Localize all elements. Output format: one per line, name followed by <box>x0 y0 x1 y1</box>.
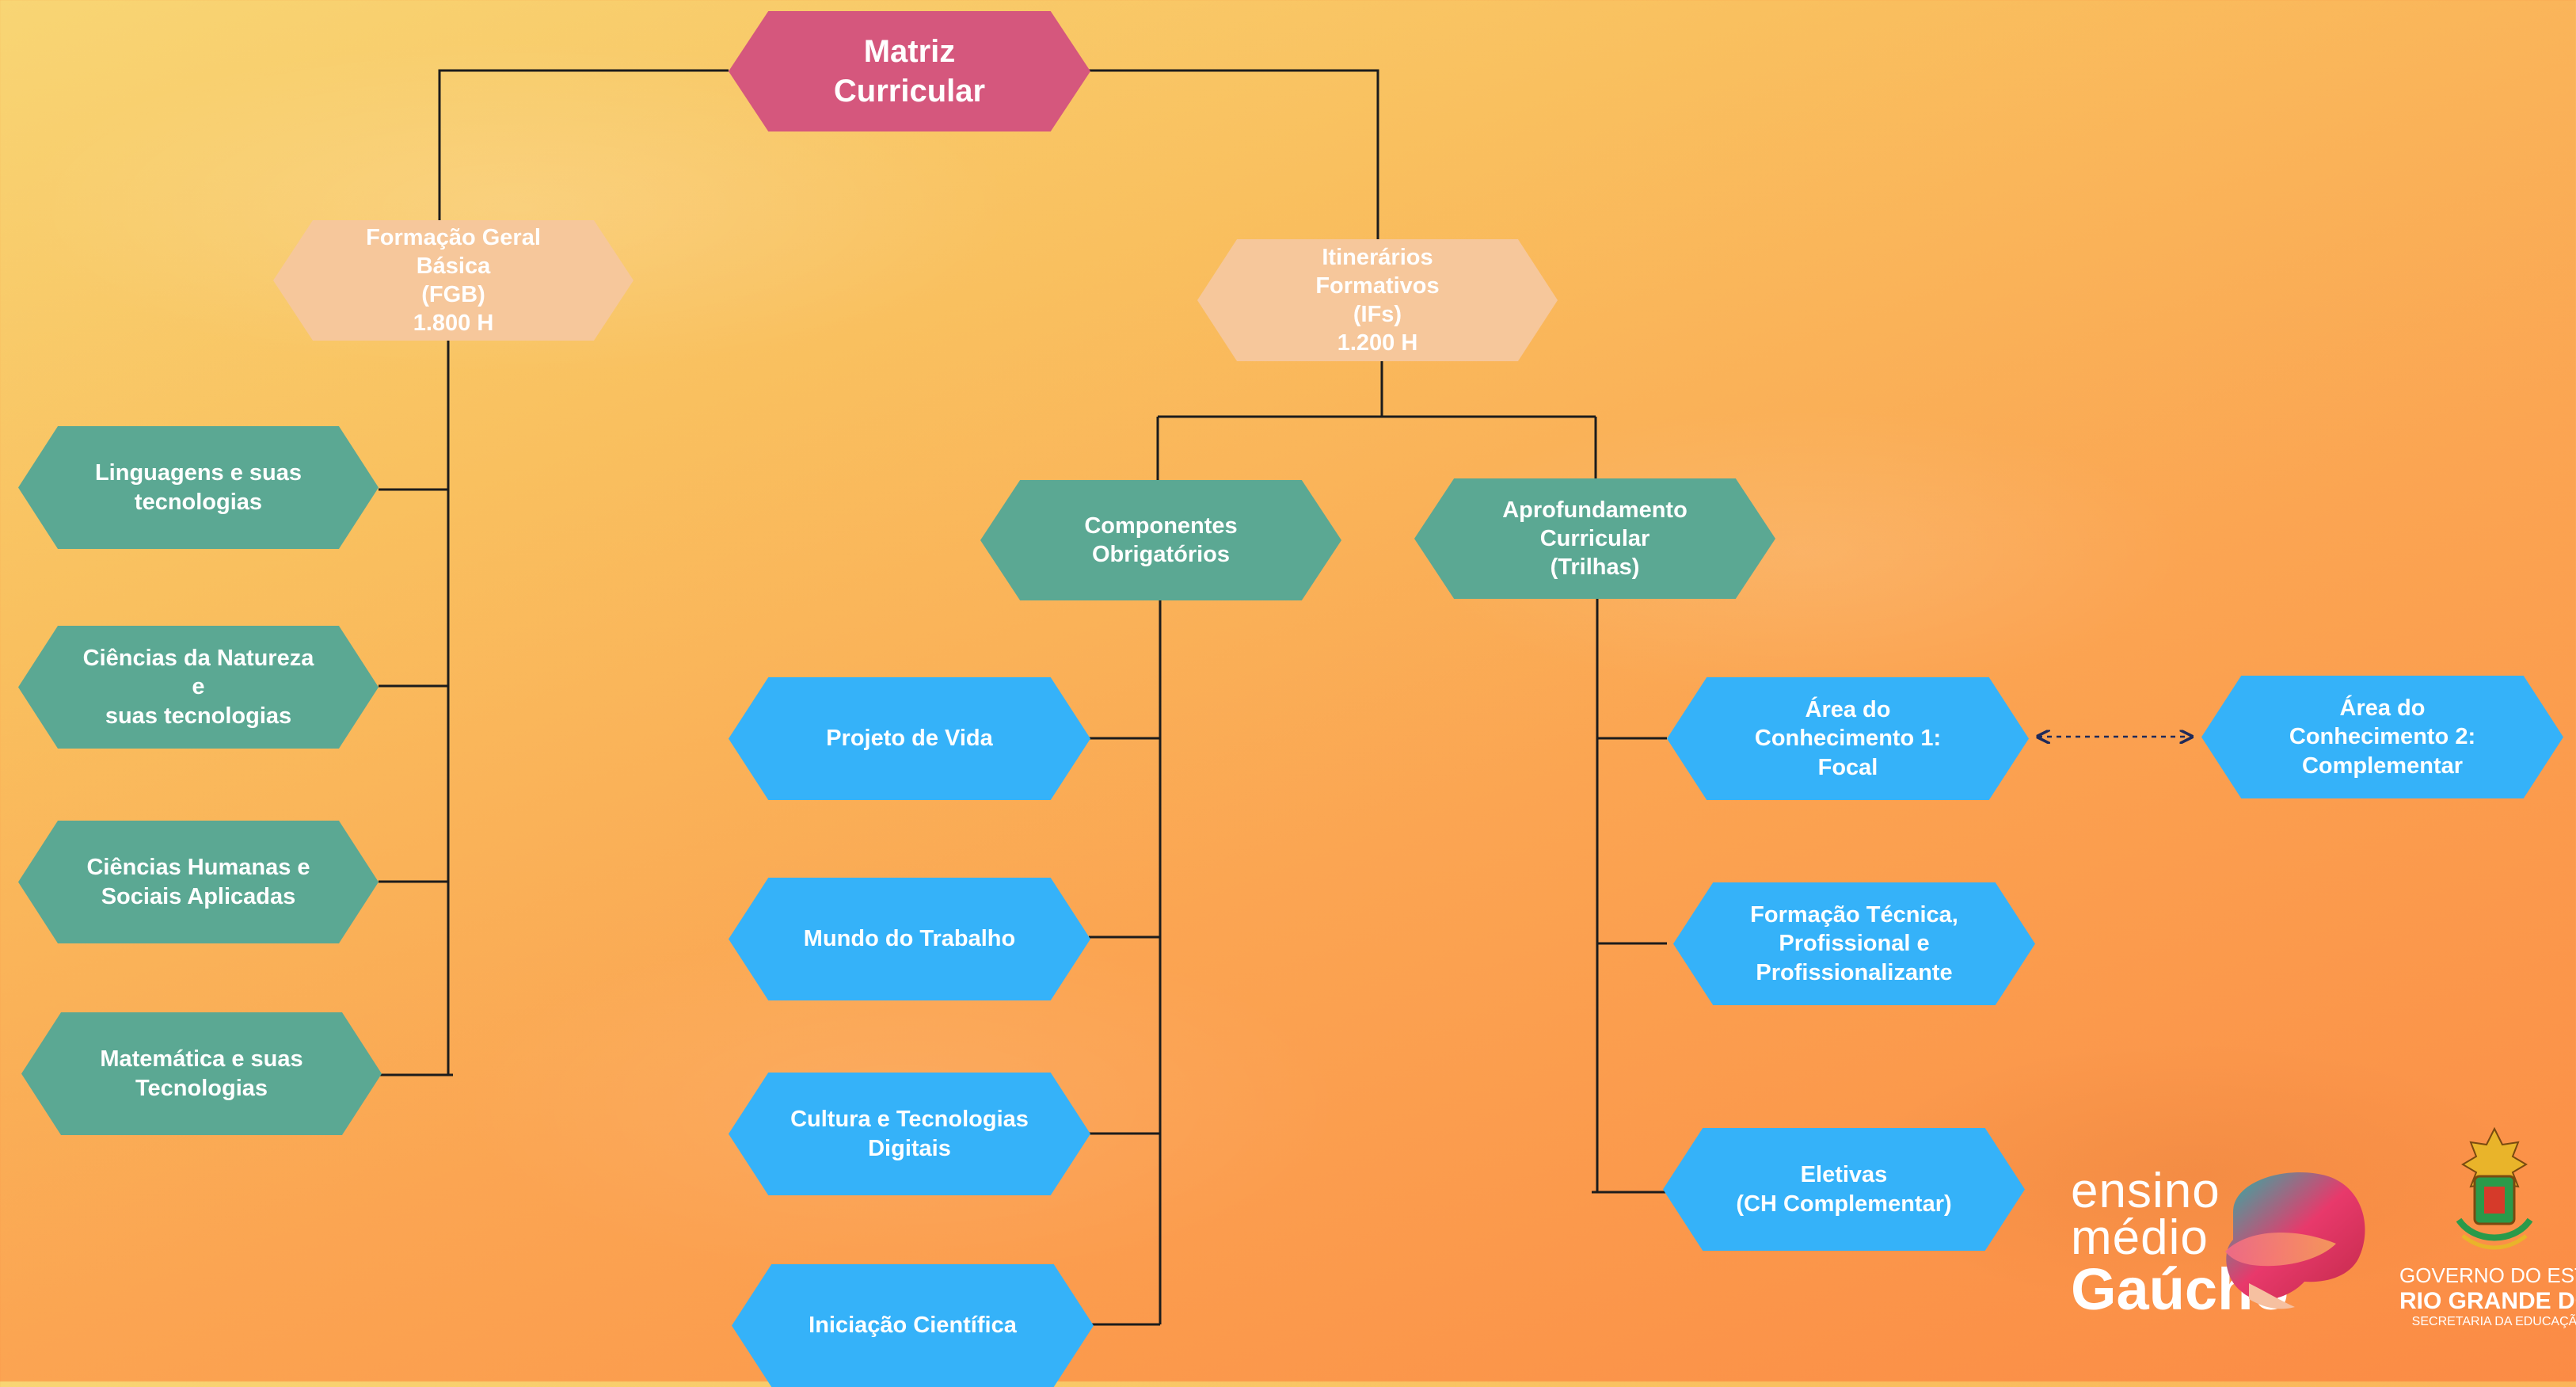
node-componentes-obrigatorios: Componentes Obrigatórios <box>980 480 1341 600</box>
ensino-medio-gaucho-logo: ensino médio Gaúcho <box>2071 1164 2289 1319</box>
node-fgb-area-natureza: Ciências da Natureza e suas tecnologias <box>18 626 379 749</box>
componentes-label: Componentes Obrigatórios <box>1084 513 1238 567</box>
componente-label: Mundo do Trabalho <box>803 926 1016 952</box>
componente-label: Iniciação Científica <box>809 1313 1017 1339</box>
componente-label: Cultura e Tecnologias Digitais <box>790 1107 1029 1161</box>
fgb-area-label: Ciências da Natureza e suas tecnologias <box>82 646 314 729</box>
componente-label: Projeto de Vida <box>826 726 993 752</box>
aprofundamento-item-label: Área do Conhecimento 1: Focal <box>1754 697 1942 780</box>
fgb-area-label: Matemática e suas Tecnologias <box>100 1046 303 1101</box>
fgb-area-label: Linguagens e suas tecnologias <box>94 460 302 515</box>
logo-text-ensino: ensino <box>2071 1164 2220 1218</box>
node-fgb-area-linguagens: Linguagens e suas tecnologias <box>18 426 379 549</box>
coat-of-arms-icon <box>2456 1126 2533 1250</box>
node-fgb-area-humanas: Ciências Humanas e Sociais Aplicadas <box>18 821 379 943</box>
aprofundamento-item-label: Formação Técnica, Profissional e Profiss… <box>1750 902 1958 985</box>
node-fgb-area-matematica: Matemática e suas Tecnologias <box>21 1012 382 1135</box>
node-mundo-do-trabalho: Mundo do Trabalho <box>729 878 1090 1000</box>
aprofundamento-item-label: Eletivas (CH Complementar) <box>1736 1162 1952 1217</box>
brain-icon <box>2225 1172 2365 1309</box>
connector-root-ifs <box>1089 69 1379 239</box>
node-aprofundamento-curricular: Aprofundamento Curricular (Trilhas) <box>1414 478 1775 599</box>
node-area-conhecimento-1: Área do Conhecimento 1: Focal <box>1667 677 2029 800</box>
governo-rs-logo: GOVERNO DO ESTA RIO GRANDE DO S SECRETAR… <box>2399 1125 2576 1329</box>
fgb-label: Formação Geral Básica (FGB) 1.800 H <box>366 224 541 337</box>
complementar-label: Área do Conhecimento 2: Complementar <box>2289 695 2476 779</box>
node-iniciacao-cientifica: Iniciação Científica <box>732 1264 1094 1387</box>
gov-text-line3: SECRETARIA DA EDUCAÇÃ <box>2411 1315 2576 1328</box>
node-fgb: Formação Geral Básica (FGB) 1.800 H <box>273 220 634 341</box>
aprofundamento-label: Aprofundamento Curricular (Trilhas) <box>1502 497 1688 581</box>
gov-text-line2: RIO GRANDE DO S <box>2399 1288 2576 1314</box>
node-ifs: Itinerários Formativos (IFs) 1.200 H <box>1197 239 1558 361</box>
node-cultura-tecnologias-digitais: Cultura e Tecnologias Digitais <box>729 1073 1090 1195</box>
node-eletivas: Eletivas (CH Complementar) <box>1663 1128 2025 1251</box>
gov-text-line1: GOVERNO DO ESTA <box>2399 1263 2576 1287</box>
connector-root-fgb <box>438 69 729 220</box>
node-formacao-tecnica: Formação Técnica, Profissional e Profiss… <box>1673 882 2035 1005</box>
logo-text-medio: médio <box>2071 1210 2209 1265</box>
root-node-matriz-curricular: Matriz Curricular <box>729 11 1090 131</box>
root-label: Matriz Curricular <box>833 34 986 109</box>
node-projeto-de-vida: Projeto de Vida <box>729 677 1090 800</box>
ifs-label: Itinerários Formativos (IFs) 1.200 H <box>1315 244 1440 356</box>
node-area-conhecimento-2: Área do Conhecimento 2: Complementar <box>2201 676 2563 798</box>
fgb-area-label: Ciências Humanas e Sociais Aplicadas <box>86 855 310 909</box>
